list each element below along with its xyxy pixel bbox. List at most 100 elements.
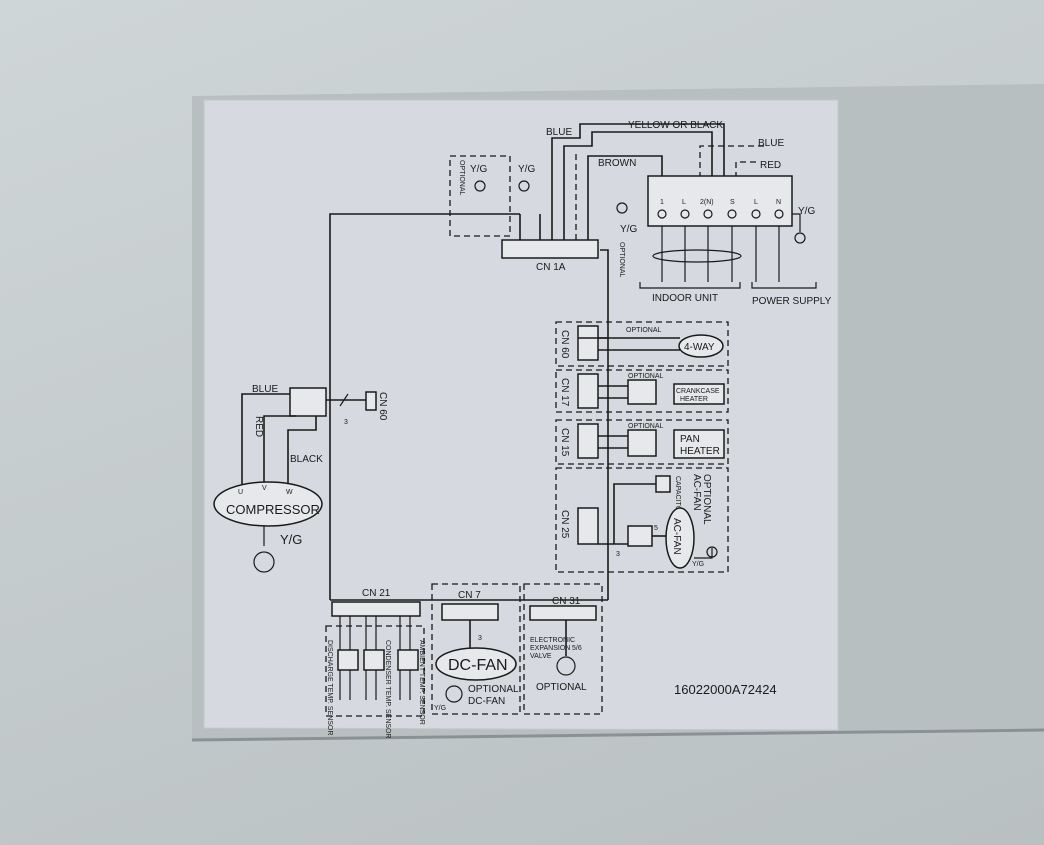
comp-w-label: W xyxy=(286,489,293,496)
blue-top-label: BLUE xyxy=(546,127,572,138)
ground-icon xyxy=(474,180,486,192)
brown-label: BROWN xyxy=(598,158,636,169)
crankcase-line1: CRANKCASE xyxy=(676,388,720,395)
crankcase-line2: HEATER xyxy=(680,396,708,403)
crankcase-relay xyxy=(627,379,657,405)
cn21-label: CN 21 xyxy=(362,588,391,599)
yg-power-label: Y/G xyxy=(798,206,815,217)
sensor-box xyxy=(325,625,425,717)
optional-crankcase-label: OPTIONAL xyxy=(628,373,664,380)
four-way-valve xyxy=(678,334,724,358)
brown-wire xyxy=(587,155,663,240)
black-compressor-wire xyxy=(287,416,317,488)
cn1a-label: CN 1A xyxy=(536,262,566,273)
sensor-discharge-label: DISCHARGE TEMP. SENSOR xyxy=(326,640,333,735)
terminal-label: 1 xyxy=(660,199,664,206)
cn15-connector xyxy=(577,423,599,459)
cn17-label: CN 17 xyxy=(559,378,570,407)
cn1a-connector xyxy=(501,239,599,259)
optional-eev-box xyxy=(523,583,603,715)
pan-line1: PAN xyxy=(680,434,700,445)
eev-label-3: VALVE xyxy=(530,653,552,660)
blue-compressor-wire xyxy=(241,393,290,488)
terminal-label: N xyxy=(776,199,781,206)
yg-comp-label: Y/G xyxy=(280,532,302,547)
yg-dcfan-label: Y/G xyxy=(434,705,446,712)
dc-fan-label: DC-FAN xyxy=(448,657,508,674)
main-wire-right xyxy=(600,249,609,600)
num-5-acfan: 5 xyxy=(654,525,658,532)
ac-fan-label: AC-FAN xyxy=(671,518,682,555)
ground-icon xyxy=(616,202,628,214)
wire-slash xyxy=(339,393,349,407)
blue-dashed-right xyxy=(699,145,766,178)
pan-line2: HEATER xyxy=(680,446,720,457)
comp-v-label: V xyxy=(262,485,267,492)
red-dashed-right xyxy=(735,161,760,178)
cn60-left-label: CN 60 xyxy=(377,392,388,421)
condenser-sensor-icon xyxy=(363,649,385,671)
optional-crankcase-box xyxy=(555,369,729,413)
yg-terminal-label: Y/G xyxy=(620,224,637,235)
terminal-label: 2(N) xyxy=(700,199,714,206)
ground-icon xyxy=(253,551,275,573)
num-3-cn60: 3 xyxy=(344,419,348,426)
optional-acfan-label-2: AC-FAN xyxy=(691,474,702,511)
dc-fan-motor xyxy=(435,647,517,681)
num-3-cn25: 3 xyxy=(616,551,620,558)
terminal-labels: 1 L 2(N) S L N xyxy=(660,199,781,206)
yg-acfan-label: Y/G xyxy=(692,561,704,568)
capacitor-label: CAPACITOR xyxy=(674,476,681,516)
optional-dcfan-label-1: OPTIONAL xyxy=(468,684,519,695)
crankcase-heater xyxy=(673,383,725,405)
eev-valve-icon xyxy=(556,656,576,676)
power-supply-label: POWER SUPPLY xyxy=(752,296,832,307)
comp-u-label: U xyxy=(238,489,243,496)
terminal-label: S xyxy=(730,199,735,206)
optional-acfan-label-1: OPTIONAL xyxy=(701,474,712,525)
cn7-connector xyxy=(441,603,499,621)
cn31-label: CN 31 xyxy=(552,596,581,607)
cn31-connector xyxy=(529,605,597,621)
cn25-connector xyxy=(577,507,599,545)
optional-pan-label: OPTIONAL xyxy=(628,423,664,430)
eev-label-1: ELECTRONIC xyxy=(530,637,575,644)
ground-icon xyxy=(706,546,718,558)
ground-icon xyxy=(518,180,530,192)
yg-mid-label: Y/G xyxy=(518,164,535,175)
cn60-left-connector xyxy=(365,391,377,411)
optional-4way-box xyxy=(555,321,729,367)
terminal-screws xyxy=(657,209,784,219)
indoor-unit-wires xyxy=(639,226,742,289)
optional-dcfan-label-2: DC-FAN xyxy=(468,696,505,707)
num-56-cn31: 5/6 xyxy=(572,645,582,652)
discharge-sensor-icon xyxy=(337,649,359,671)
sensor-condenser-label: CONDENSER TEMP. SENSOR xyxy=(384,640,391,739)
pan-heater xyxy=(673,429,725,459)
acfan-ground-wire xyxy=(694,548,713,559)
yg-left-box-label: Y/G xyxy=(470,164,487,175)
red-right-label: RED xyxy=(760,160,781,171)
cn25-label: CN 25 xyxy=(559,510,570,539)
yellow-black-wire xyxy=(551,123,725,240)
cn60-row-label: CN 60 xyxy=(559,330,570,359)
wire-2 xyxy=(563,131,713,240)
optional-pan-heater-box xyxy=(555,419,729,465)
compressor-label: COMPRESSOR xyxy=(226,502,320,517)
comp-blue-label: BLUE xyxy=(252,384,278,395)
optional-acfan-box xyxy=(555,467,729,573)
indoor-unit-label: INDOOR UNIT xyxy=(652,293,718,304)
sensor-ambient-label: AMBIENT TEMP. SENSOR xyxy=(418,640,425,725)
terminal-label: L xyxy=(682,199,686,206)
comp-black-label: BLACK xyxy=(290,454,323,465)
optional-yg-box xyxy=(449,155,511,237)
yellow-or-black-label: YELLOW OR BLACK xyxy=(628,120,723,131)
blue-right-label: BLUE xyxy=(758,138,784,149)
optional-vertical-right: OPTIONAL xyxy=(618,242,625,278)
capacitor-icon xyxy=(655,475,671,493)
optional-4way-label: OPTIONAL xyxy=(626,327,662,334)
cn17-connector xyxy=(577,373,599,409)
num-3-cn7: 3 xyxy=(478,635,482,642)
pan-relay xyxy=(627,429,657,457)
